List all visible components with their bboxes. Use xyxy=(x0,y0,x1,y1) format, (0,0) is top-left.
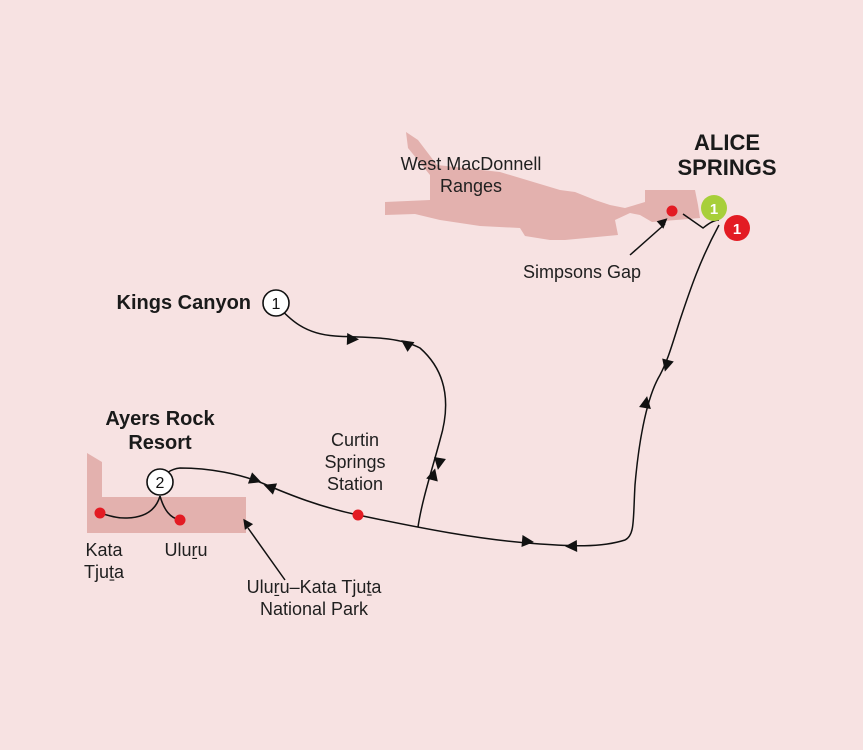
arrow-icon xyxy=(521,535,534,547)
arrow-icon xyxy=(656,218,668,229)
label-line: Station xyxy=(327,474,383,494)
arrow-icon xyxy=(434,456,446,470)
label-kata-tjuta: Kata Tjuṯa xyxy=(84,540,125,582)
curtin-springs-dot xyxy=(352,509,364,521)
marker-kings-canyon: 1 xyxy=(262,289,290,317)
west-macdonnell-ranges-region xyxy=(385,132,700,240)
arrow-icon xyxy=(565,540,578,552)
arrow-icon xyxy=(639,396,651,410)
route-ayers-to-kata-tjuta xyxy=(99,495,161,519)
route-direction-arrows xyxy=(243,218,674,552)
marker-ayers-rock: 2 xyxy=(146,468,174,496)
arrow-icon xyxy=(263,483,278,495)
arrow-icon xyxy=(426,468,438,482)
label-line: Ranges xyxy=(440,176,502,196)
arrow-icon xyxy=(346,333,359,345)
label-simpsons-gap: Simpsons Gap xyxy=(523,262,641,282)
label-line: National Park xyxy=(260,599,369,619)
label-line: Kata xyxy=(85,540,123,560)
marker-number: 2 xyxy=(156,475,165,492)
marker-alice-end: 1 xyxy=(724,215,750,241)
label-national-park: Uluṟu–Kata Tjuṯa National Park xyxy=(247,577,383,619)
label-kings-canyon: Kings Canyon xyxy=(117,292,251,314)
label-line: Curtin xyxy=(331,430,379,450)
label-curtin-springs-station: Curtin Springs Station xyxy=(324,430,385,494)
label-west-macdonnell-ranges: West MacDonnell Ranges xyxy=(401,154,542,196)
label-line: SPRINGS xyxy=(677,155,776,180)
label-line: West MacDonnell xyxy=(401,154,542,174)
label-line: ALICE xyxy=(694,130,760,155)
label-line: Resort xyxy=(128,432,192,454)
kata-tjuta-dot xyxy=(94,507,106,519)
simpsons-gap-dot xyxy=(666,205,678,217)
marker-number: 1 xyxy=(272,296,281,313)
route-alice-to-curtin xyxy=(261,224,720,547)
uluru-kata-tjuta-national-park-region xyxy=(87,453,246,533)
pointer-national-park xyxy=(247,527,286,581)
label-alice-springs: ALICE SPRINGS xyxy=(677,130,776,180)
route-curtin-to-kings-canyon xyxy=(275,303,447,528)
stop-dots xyxy=(94,205,678,526)
uluru-dot xyxy=(174,514,186,526)
label-line: Ayers Rock xyxy=(105,408,215,430)
label-uluru: Uluṟu xyxy=(164,540,207,560)
arrow-icon xyxy=(243,518,254,530)
label-line: Springs xyxy=(324,452,385,472)
marker-alice-start: 1 xyxy=(701,195,727,221)
label-line: Tjuṯa xyxy=(84,562,125,582)
arrow-icon xyxy=(401,340,415,352)
label-line: Uluṟu–Kata Tjuṯa xyxy=(247,577,383,597)
label-ayers-rock-resort: Ayers Rock Resort xyxy=(105,408,215,454)
marker-number: 1 xyxy=(710,201,718,218)
marker-number: 1 xyxy=(733,221,741,238)
pointer-simpsons-gap xyxy=(629,223,666,256)
arrow-icon xyxy=(247,472,262,484)
arrow-icon xyxy=(662,358,674,372)
